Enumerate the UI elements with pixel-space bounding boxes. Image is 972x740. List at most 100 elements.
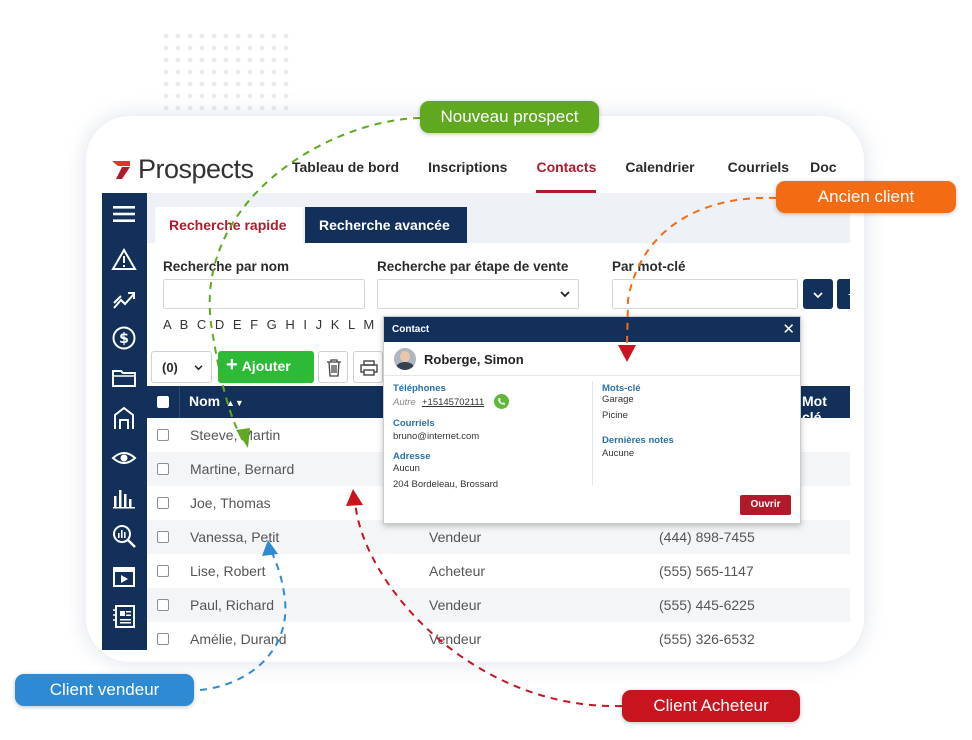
contact-name[interactable]: Lise, Robert	[190, 563, 266, 579]
svg-text:$: $	[119, 331, 129, 347]
callout-buyer-client: Client Acheteur	[622, 690, 800, 722]
contact-phone: (444) 898-7455	[659, 529, 755, 545]
plus-icon: +	[226, 354, 238, 376]
contact-name[interactable]: Martine, Bernard	[190, 461, 295, 477]
decorative-dots	[160, 30, 290, 120]
trash-icon	[327, 359, 341, 377]
nav-courriels[interactable]: Courriels	[727, 159, 790, 175]
keyword-dropdown-button[interactable]	[803, 279, 833, 309]
nav-contacts[interactable]: Contacts	[536, 145, 597, 193]
contact-name[interactable]: Amélie, Durand	[190, 631, 287, 647]
address-label: Adresse	[393, 451, 431, 462]
popup-header: Contact ✕	[384, 317, 800, 342]
keyword-add-button[interactable]: +	[837, 279, 850, 309]
contact-full-name: Roberge, Simon	[424, 351, 524, 367]
label-keyword: Par mot-clé	[612, 259, 686, 274]
search-name-input[interactable]	[163, 279, 365, 309]
eye-icon[interactable]	[111, 445, 137, 471]
folder-icon[interactable]	[111, 365, 137, 391]
top-nav: Tableau de bord Inscriptions Contacts Ca…	[292, 145, 850, 193]
search-tabs: Recherche rapide Recherche avancée	[147, 193, 850, 243]
add-contact-button[interactable]: +Ajouter	[218, 351, 314, 383]
warning-icon[interactable]	[111, 247, 137, 273]
home-icon[interactable]	[111, 405, 137, 431]
popup-column-divider	[592, 381, 593, 485]
table-row[interactable]: Joe, Thomas	[147, 486, 850, 520]
phone-link[interactable]: +15145702111	[422, 397, 485, 408]
logo-mark-icon	[110, 158, 132, 180]
notes-value: Aucune	[602, 448, 635, 459]
chevron-down-icon	[560, 291, 570, 298]
contact-popup: Contact ✕ Roberge, Simon Téléphones Autr…	[383, 316, 801, 524]
contact-name[interactable]: Paul, Richard	[190, 597, 275, 613]
sidebar: $	[102, 193, 147, 650]
open-contact-button[interactable]: Ouvrir	[740, 495, 791, 515]
row-checkbox[interactable]	[157, 463, 169, 475]
contact-phone: (555) 326-6532	[659, 631, 755, 647]
printer-icon	[360, 360, 378, 376]
contact-card-icon[interactable]	[111, 603, 137, 629]
contact-phone: (555) 565-1147	[659, 563, 754, 579]
row-checkbox[interactable]	[157, 633, 169, 645]
contact-name[interactable]: Steeve, Martin	[190, 427, 281, 443]
hamburger-menu-icon[interactable]	[111, 201, 137, 227]
row-checkbox[interactable]	[157, 599, 169, 611]
row-checkbox[interactable]	[157, 497, 169, 509]
column-header-name[interactable]: Nom ▲▼	[189, 393, 244, 409]
tab-quick-search[interactable]: Recherche rapide	[155, 207, 303, 243]
column-header-keyword[interactable]: Mot clé	[802, 393, 827, 425]
table-row[interactable]: Lise, Robert Acheteur (555) 565-1147	[147, 554, 850, 588]
table-row[interactable]: Vanessa, Petit Vendeur (444) 898-7455	[147, 520, 850, 554]
nav-documents[interactable]: Doc	[810, 159, 837, 175]
column-name-label: Nom	[189, 393, 221, 409]
selection-count-dropdown[interactable]: (0)	[151, 351, 212, 383]
sort-icon: ▲▼	[226, 398, 244, 408]
chevron-down-icon	[813, 292, 823, 299]
row-checkbox[interactable]	[157, 531, 169, 543]
callout-former-client: Ancien client	[776, 181, 956, 213]
callout-seller-client: Client vendeur	[15, 674, 194, 706]
print-button[interactable]	[353, 351, 383, 383]
select-all-checkbox[interactable]	[157, 396, 169, 408]
nav-calendrier[interactable]: Calendrier	[625, 159, 695, 175]
add-contact-label: Ajouter	[241, 358, 291, 374]
label-search-name: Recherche par nom	[163, 259, 290, 274]
search-stage-select[interactable]	[377, 279, 579, 309]
callout-new-prospect: Nouveau prospect	[420, 101, 599, 133]
nav-tableau-de-bord[interactable]: Tableau de bord	[292, 159, 400, 175]
table-row[interactable]: Paul, Richard Vendeur (555) 445-6225	[147, 588, 850, 622]
call-phone-icon[interactable]	[494, 394, 509, 409]
notes-label: Dernières notes	[602, 435, 674, 446]
popup-divider	[384, 375, 800, 376]
tab-advanced-search[interactable]: Recherche avancée	[305, 207, 467, 243]
delete-button[interactable]	[318, 351, 348, 383]
phone-type: Autre	[393, 397, 416, 408]
table-row[interactable]: Amélie, Durand Vendeur (555) 326-6532	[147, 622, 850, 650]
contact-type: Vendeur	[429, 597, 482, 613]
keyword-input[interactable]	[612, 279, 798, 309]
calendar-video-icon[interactable]	[111, 563, 137, 589]
address-line-1: Aucun	[393, 463, 420, 474]
emails-label: Courriels	[393, 418, 435, 429]
trending-up-icon[interactable]	[111, 286, 137, 312]
close-icon[interactable]: ✕	[782, 321, 795, 338]
contact-phone: (555) 445-6225	[659, 597, 755, 613]
contact-name[interactable]: Vanessa, Petit	[190, 529, 280, 545]
search-analytics-icon[interactable]	[111, 523, 137, 549]
bar-chart-icon[interactable]	[111, 484, 137, 510]
address-line-2: 204 Bordeleau, Brossard	[393, 479, 499, 490]
logo-text: Prospects	[138, 153, 254, 184]
avatar	[394, 348, 416, 370]
contact-type: Vendeur	[429, 631, 482, 647]
row-checkbox[interactable]	[157, 429, 169, 441]
email-value[interactable]: bruno@internet.com	[393, 431, 480, 442]
row-checkbox[interactable]	[157, 565, 169, 577]
nav-inscriptions[interactable]: Inscriptions	[428, 159, 508, 175]
dollar-icon[interactable]: $	[111, 325, 137, 351]
contact-name[interactable]: Joe, Thomas	[190, 495, 271, 511]
contact-type: Vendeur	[429, 529, 482, 545]
contact-type: Acheteur	[429, 563, 486, 579]
keyword-2: Picine	[602, 410, 628, 421]
label-search-stage: Recherche par étape de vente	[377, 259, 569, 274]
keywords-label: Mots-clé	[602, 383, 641, 394]
